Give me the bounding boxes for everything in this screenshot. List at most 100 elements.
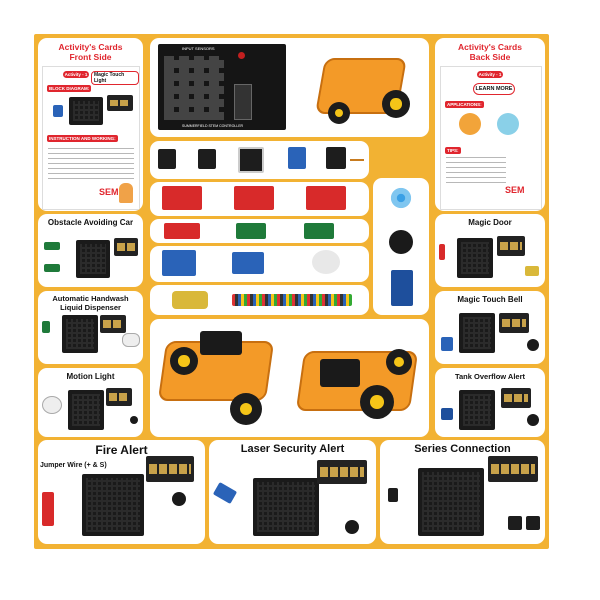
series-title: Series Connection [414,443,511,455]
sensors-row-4 [150,246,369,282]
hero-car-wheel-front [382,90,410,118]
buzzer [389,230,413,254]
obstacle-board [76,240,110,278]
sensor-button-2 [198,149,216,169]
sensor-ir-1 [236,223,266,239]
front-block-diagram: BLOCK DIAGRAM: [47,85,92,92]
hero-car-wheel-back [328,102,350,124]
cars-card [150,319,429,437]
tank-card: Tank Overflow Alert [435,368,545,437]
back-applications: APPLICATIONS: [445,101,484,108]
water-sensor [391,270,413,306]
series-module-2 [526,516,540,530]
magic-bell-board [459,313,495,353]
front-instruction-text [48,145,134,179]
sensors-row-2 [150,182,369,216]
tank-title: Tank Overflow Alert [454,372,526,381]
handwash-pump [122,333,140,347]
tank-water-sensor [441,408,453,420]
magic-door-battery [497,236,525,256]
front-instructions: INSTRUCTION AND WORKING: [47,135,118,142]
front-title-line2: Front Side [69,52,112,62]
series-module-1 [508,516,522,530]
front-title-line1: Activity's Cards [58,42,123,52]
tank-buzzer [527,414,539,426]
front-diagram-battery [107,95,133,111]
sensor-lcd [238,147,264,173]
back-app-image-1 [459,113,481,135]
tank-board [459,390,495,430]
back-app-image-2 [497,113,519,135]
fire-subtitle: Jumper Wire (+ & S) [40,462,107,469]
ribbon-cable [232,294,352,306]
motion-pir [42,396,62,414]
laser-board [253,478,319,536]
handwash-title: Automatic Handwash Liquid Dispenser [52,294,129,312]
sensors-row-3 [150,219,369,243]
fire-flame-sensor [42,492,54,526]
magic-door-card: Magic Door [435,214,545,287]
sensor-red-1 [162,186,202,210]
sensor-led-wire [350,159,364,161]
magic-bell-card: Magic Touch Bell [435,291,545,364]
handwash-card: Automatic Handwash Liquid Dispenser [38,291,143,364]
motion-board [68,390,104,430]
laser-battery [317,460,367,484]
series-battery [488,456,538,482]
sensor-ldr [232,252,264,274]
back-tip-text [446,157,506,183]
car-left-wheel-1 [230,393,262,425]
back-title-line1: Activity's Cards [458,42,522,52]
magic-door-board [457,238,493,278]
sensor-flame [164,223,200,239]
front-side-card: Activity's Cards Front Side Activity - 1… [38,38,143,211]
controller-led [238,52,245,59]
obstacle-battery [114,238,138,256]
back-activity-pill: Activity - 1 [477,71,503,78]
car-right-battery-box [320,359,360,387]
car-left-wheel-2 [170,347,198,375]
fan-blade [387,184,415,212]
controller-board: INPUT SENSORS SUMMERFIELD STEM CONTROLLE… [158,44,286,130]
fire-card: Fire Alert Jumper Wire (+ & S) [38,440,205,544]
laser-title: Laser Security Alert [240,443,345,455]
handwash-sensor [42,321,50,333]
sensor-blue [288,147,306,169]
tank-battery [501,388,531,408]
back-logo: SEM [505,185,525,195]
front-diagram-board [69,97,103,125]
obstacle-card: Obstacle Avoiding Car [38,214,143,287]
laser-buzzer [345,520,359,534]
car-right-wheel-2 [386,349,412,375]
magic-bell-sensor [441,337,453,351]
back-learn-more: LEARN MORE [473,83,515,95]
car-right-wheel-1 [360,385,394,419]
sensor-red-2 [234,186,274,210]
motor-ribbon-strip [150,285,369,315]
fan-buzzer-card [373,178,429,315]
sensor-gas [162,250,196,276]
obstacle-sensor-2 [44,264,60,272]
series-card: Series Connection [380,440,545,544]
fire-battery [146,456,194,482]
sensor-red-3 [306,186,346,210]
back-tips: TIPS: [445,147,461,154]
dc-motor [172,291,208,309]
handwash-battery [100,315,126,333]
magic-bell-buzzer [527,339,539,351]
motion-battery [106,388,132,406]
controller-grid [164,56,224,120]
laser-card: Laser Security Alert [209,440,376,544]
magic-door-sensor [439,244,445,260]
front-kids-illustration [119,183,133,203]
handwash-board [62,315,98,353]
hero-card: INPUT SENSORS SUMMERFIELD STEM CONTROLLE… [150,38,429,137]
fire-buzzer [172,492,186,506]
back-side-card: Activity's Cards Back Side Activity - 1 … [435,38,545,211]
front-activity-name: Magic Touch Light [91,71,139,85]
motion-led [130,416,138,424]
fire-title: Fire Alert [95,443,148,457]
obstacle-title: Obstacle Avoiding Car [47,218,134,227]
car-left-battery-box [200,331,242,355]
obstacle-sensor-1 [44,242,60,250]
